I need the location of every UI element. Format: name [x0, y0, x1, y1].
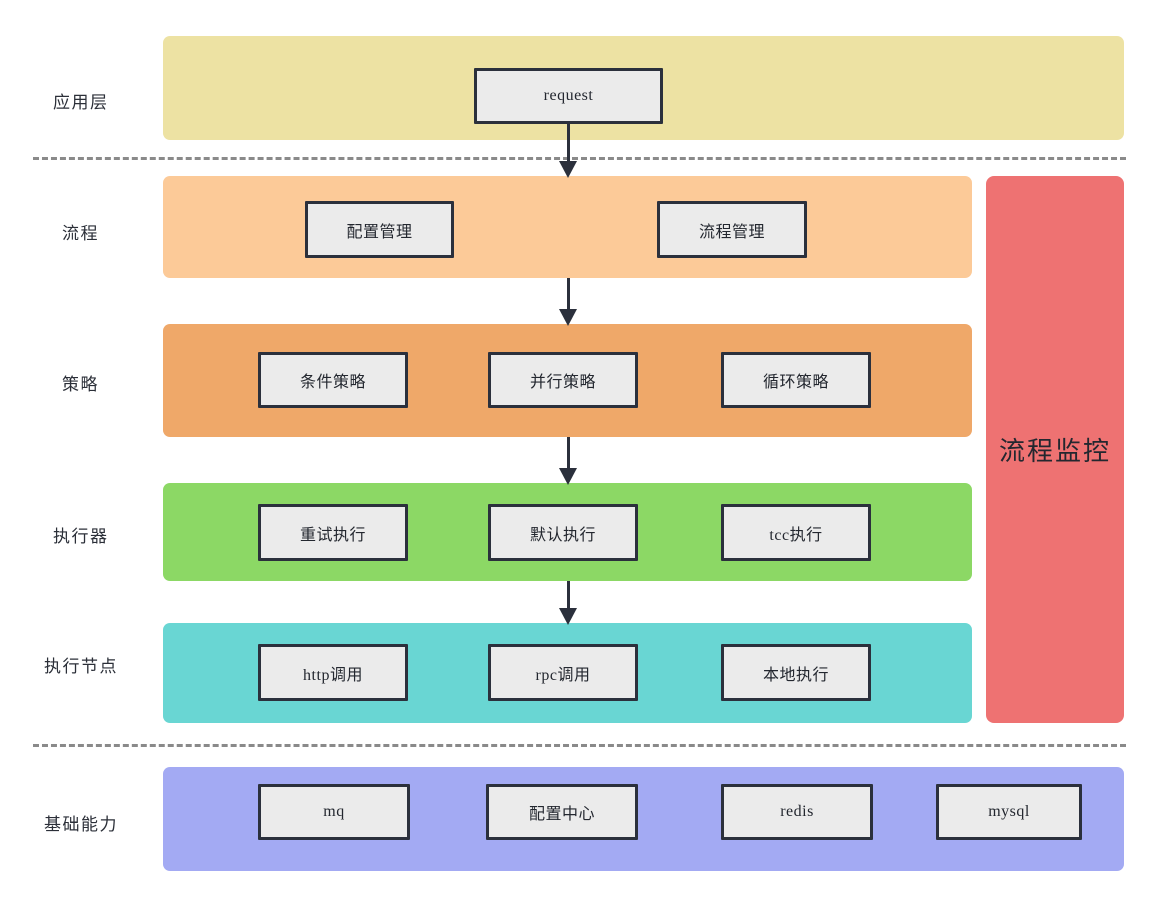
node-label: 重试执行	[299, 526, 366, 544]
node-label: tcc执行	[769, 526, 823, 544]
node-label: 循环策略	[762, 374, 829, 391]
side-panel-label: 流程监控	[998, 437, 1111, 466]
node-label: 配置中心	[528, 806, 595, 823]
node-label: http调用	[303, 666, 363, 684]
node-label: 条件策略	[299, 374, 366, 391]
node-label: redis	[780, 803, 814, 820]
node-request[interactable]: request	[474, 68, 663, 124]
layer-label-strategy: 策略	[62, 375, 99, 394]
divider-line-bottom	[33, 744, 1126, 747]
node-label: 默认执行	[529, 526, 596, 544]
node-rpc-call[interactable]: rpc调用	[488, 644, 638, 701]
node-mq[interactable]: mq	[258, 784, 410, 840]
node-config-center[interactable]: 配置中心	[486, 784, 638, 840]
node-label: 流程管理	[698, 223, 765, 241]
node-mysql[interactable]: mysql	[936, 784, 1082, 840]
node-tcc-executor[interactable]: tcc执行	[721, 504, 871, 561]
node-condition-strategy[interactable]: 条件策略	[258, 352, 408, 408]
layer-band-process	[163, 176, 972, 278]
node-redis[interactable]: redis	[721, 784, 873, 840]
node-retry-executor[interactable]: 重试执行	[258, 504, 408, 561]
node-local-execution[interactable]: 本地执行	[721, 644, 871, 701]
node-config-management[interactable]: 配置管理	[305, 201, 454, 258]
layer-label-process: 流程	[62, 224, 99, 243]
node-label: mysql	[988, 803, 1030, 820]
node-label: request	[543, 87, 594, 104]
node-loop-strategy[interactable]: 循环策略	[721, 352, 871, 408]
layer-label-executor: 执行器	[53, 527, 109, 546]
node-label: rpc调用	[535, 666, 591, 684]
node-label: 并行策略	[529, 374, 596, 391]
node-label: 本地执行	[762, 666, 829, 684]
layer-label-application: 应用层	[53, 93, 109, 112]
divider-line-top	[33, 157, 1126, 160]
node-parallel-strategy[interactable]: 并行策略	[488, 352, 638, 408]
side-panel-process-monitor: 流程监控	[986, 176, 1124, 723]
node-default-executor[interactable]: 默认执行	[488, 504, 638, 561]
node-process-management[interactable]: 流程管理	[657, 201, 807, 258]
layer-label-infra: 基础能力	[44, 815, 118, 834]
layer-label-exec-node: 执行节点	[44, 657, 118, 676]
node-label: 配置管理	[346, 223, 413, 241]
node-label: mq	[323, 803, 345, 820]
node-http-call[interactable]: http调用	[258, 644, 408, 701]
